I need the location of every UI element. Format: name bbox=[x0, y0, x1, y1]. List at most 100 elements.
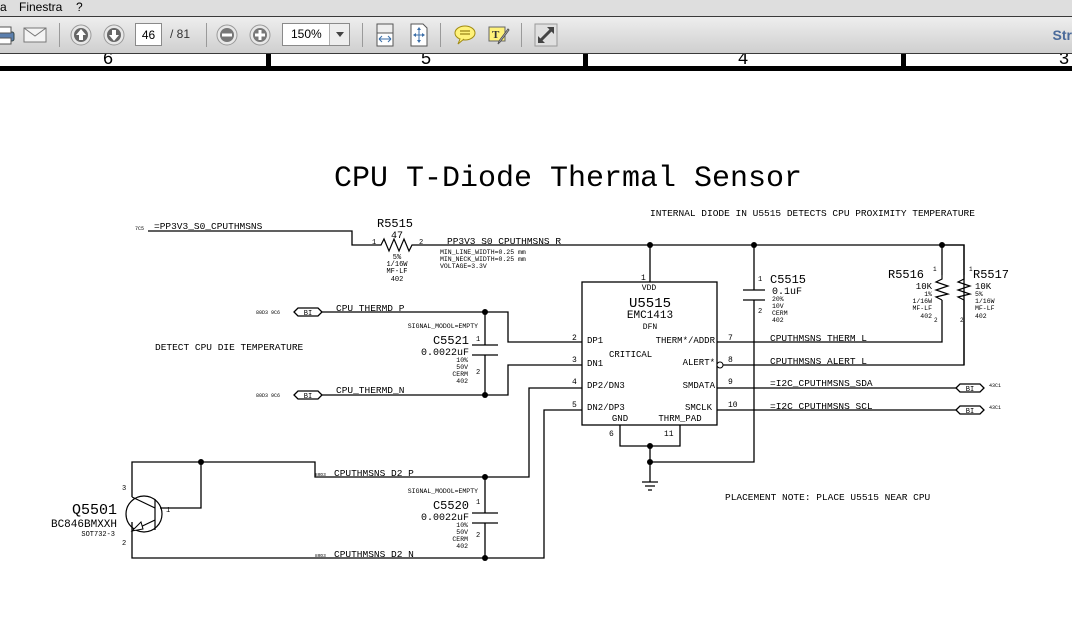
pin-number: 2 bbox=[419, 239, 423, 247]
pin-number: 1 bbox=[933, 266, 937, 273]
pin-number: 2 bbox=[476, 532, 480, 540]
previous-page-button[interactable] bbox=[68, 22, 94, 48]
zoom-in-button[interactable] bbox=[247, 22, 273, 48]
capacitor-c5521: SIGNAL_MODOL=EMPTY C5521 0.0022uF 10% 50… bbox=[408, 323, 498, 385]
menu-item-help[interactable]: ? bbox=[76, 0, 83, 14]
spec-text: 10V bbox=[772, 303, 784, 310]
net-label-d2-p: CPUTHMSNS_D2_P bbox=[334, 468, 414, 479]
port-label: BI bbox=[966, 386, 974, 394]
spec-text: 5% bbox=[975, 291, 983, 298]
pin-number: 3 bbox=[572, 356, 577, 365]
frame-zone-row: 6 5 4 3 bbox=[0, 54, 1072, 71]
chevron-down-icon[interactable] bbox=[329, 24, 349, 45]
critical-label: CRITICAL bbox=[609, 350, 652, 360]
toolbar-separator bbox=[521, 23, 522, 47]
capacitor-icon bbox=[472, 512, 498, 524]
net-property: MIN_NECK_WIDTH=0.25 mm bbox=[440, 256, 526, 263]
pin-number: 11 bbox=[664, 430, 674, 439]
c5521-ref: C5521 bbox=[433, 334, 469, 348]
zone-divider bbox=[266, 54, 271, 69]
highlight-text-button[interactable]: T bbox=[486, 22, 512, 48]
find-label[interactable]: Str bbox=[1052, 27, 1072, 43]
pin-label: THRM_PAD bbox=[658, 414, 701, 424]
schematic-drawing: 6 5 4 3 CPU T-Diode Thermal Sensor INTER… bbox=[0, 54, 1072, 561]
r5517-value: 10K bbox=[975, 282, 992, 292]
minus-circle-icon bbox=[216, 24, 238, 46]
c5515-value: 0.1uF bbox=[772, 287, 802, 298]
spec-text: 402 bbox=[772, 317, 784, 324]
toolbar-separator bbox=[440, 23, 441, 47]
spec-text: CERM bbox=[772, 310, 788, 317]
pin-label: ALERT* bbox=[683, 358, 715, 368]
q5501-package: SOT732-3 bbox=[81, 531, 115, 539]
inverted-pin-bubble bbox=[716, 361, 724, 369]
net-label-pp3v3-r: PP3V3_S0_CPUTHMSNS_R bbox=[447, 236, 561, 247]
pin-label: THERM*/ADDR bbox=[656, 336, 716, 346]
pin-number: 1 bbox=[166, 507, 170, 515]
pin-number: 1 bbox=[476, 499, 480, 507]
page-total-label: / 81 bbox=[170, 27, 191, 41]
spec-text: 402 bbox=[920, 313, 932, 320]
net-label-pp3v3: =PP3V3_S0_CPUTHMSNS bbox=[154, 221, 263, 232]
page-number-input[interactable]: 46 bbox=[135, 23, 162, 46]
plus-circle-icon bbox=[249, 24, 271, 46]
q5501-part: BC846BMXXH bbox=[51, 519, 117, 531]
port-scl[interactable]: BI 43C1 bbox=[955, 405, 1001, 416]
ic-u5515: VDD U5515 EMC1413 DFN CRITICAL DP1 DN1 D… bbox=[572, 274, 738, 439]
pin-label: DP1 bbox=[587, 336, 603, 346]
ground-icon bbox=[642, 481, 658, 491]
zoom-level-select[interactable]: 150% bbox=[282, 23, 350, 46]
expand-icon bbox=[534, 23, 558, 47]
xref-text: 80D3 9C6 bbox=[256, 310, 280, 316]
spec-text: 20% bbox=[772, 296, 784, 303]
svg-text:T: T bbox=[492, 29, 500, 41]
pin-number: 1 bbox=[758, 276, 762, 284]
note-internal-diode: INTERNAL DIODE IN U5515 DETECTS CPU PROX… bbox=[650, 208, 975, 219]
net-label-sda: =I2C_CPUTHMSNS_SDA bbox=[770, 378, 873, 389]
capacitor-c5515: 1 2 C5515 0.1uF 20% 10V CERM 402 bbox=[743, 273, 806, 324]
comment-button[interactable] bbox=[452, 22, 478, 48]
zone-label: 6 bbox=[103, 54, 114, 70]
port-sda[interactable]: BI 43C1 bbox=[955, 383, 1001, 394]
menu-item-partial[interactable]: a bbox=[0, 0, 7, 14]
menu-item-finestra[interactable]: Finestra bbox=[19, 0, 63, 14]
pin-number: 8 bbox=[728, 356, 733, 365]
spec-text: 402 bbox=[975, 313, 987, 320]
resistor-r5516: R5516 1 10K 1% 1/16W MF-LF 402 2 bbox=[888, 266, 951, 324]
r5516-value: 10K bbox=[916, 282, 933, 292]
fit-width-button[interactable] bbox=[372, 22, 398, 48]
pin-label: VDD bbox=[642, 284, 657, 293]
zoom-out-button[interactable] bbox=[214, 22, 240, 48]
pin-number: 9 bbox=[728, 378, 733, 387]
r5515-value: 47 bbox=[391, 231, 403, 242]
print-button[interactable] bbox=[0, 22, 18, 48]
pin-label: SMDATA bbox=[683, 381, 716, 391]
resistor-r5515: R5515 47 1 2 5% 1/16W MF-LF 402 bbox=[372, 217, 423, 284]
text-edit-icon: T bbox=[488, 26, 510, 45]
fit-page-button[interactable] bbox=[406, 22, 432, 48]
spec-text: MF-LF bbox=[386, 268, 407, 276]
port-thermd-p[interactable]: 80D3 9C6 BI bbox=[256, 307, 323, 318]
menu-bar: a Finestra ? bbox=[0, 0, 1072, 17]
resistor-r5517: 1 R5517 10K 5% 1/16W MF-LF 402 2 bbox=[942, 244, 1009, 324]
zone-label: 4 bbox=[738, 54, 749, 70]
pin-number: 10 bbox=[728, 401, 738, 410]
zoom-level-value: 150% bbox=[291, 27, 322, 41]
xref-text: 43C1 bbox=[989, 405, 1001, 411]
spec-text: 1% bbox=[924, 291, 932, 298]
pin-label: SMCLK bbox=[685, 403, 713, 413]
net-label-thermd-n: CPU_THERMD_N bbox=[336, 385, 404, 396]
next-page-button[interactable] bbox=[101, 22, 127, 48]
spec-text: 402 bbox=[456, 378, 468, 385]
fullscreen-button[interactable] bbox=[533, 22, 559, 48]
r5515-ref: R5515 bbox=[377, 217, 413, 231]
pin-number: 4 bbox=[572, 378, 577, 387]
spec-text: MF-LF bbox=[975, 305, 995, 312]
pin-label: DN1 bbox=[587, 359, 603, 369]
pin-number: 2 bbox=[122, 540, 126, 548]
port-thermd-n[interactable]: 80D3 9C6 BI bbox=[256, 390, 323, 401]
email-button[interactable] bbox=[22, 22, 48, 48]
xref-text: 7C5 bbox=[135, 226, 144, 232]
transistor-icon bbox=[125, 495, 163, 533]
pin-label: GND bbox=[612, 414, 628, 424]
